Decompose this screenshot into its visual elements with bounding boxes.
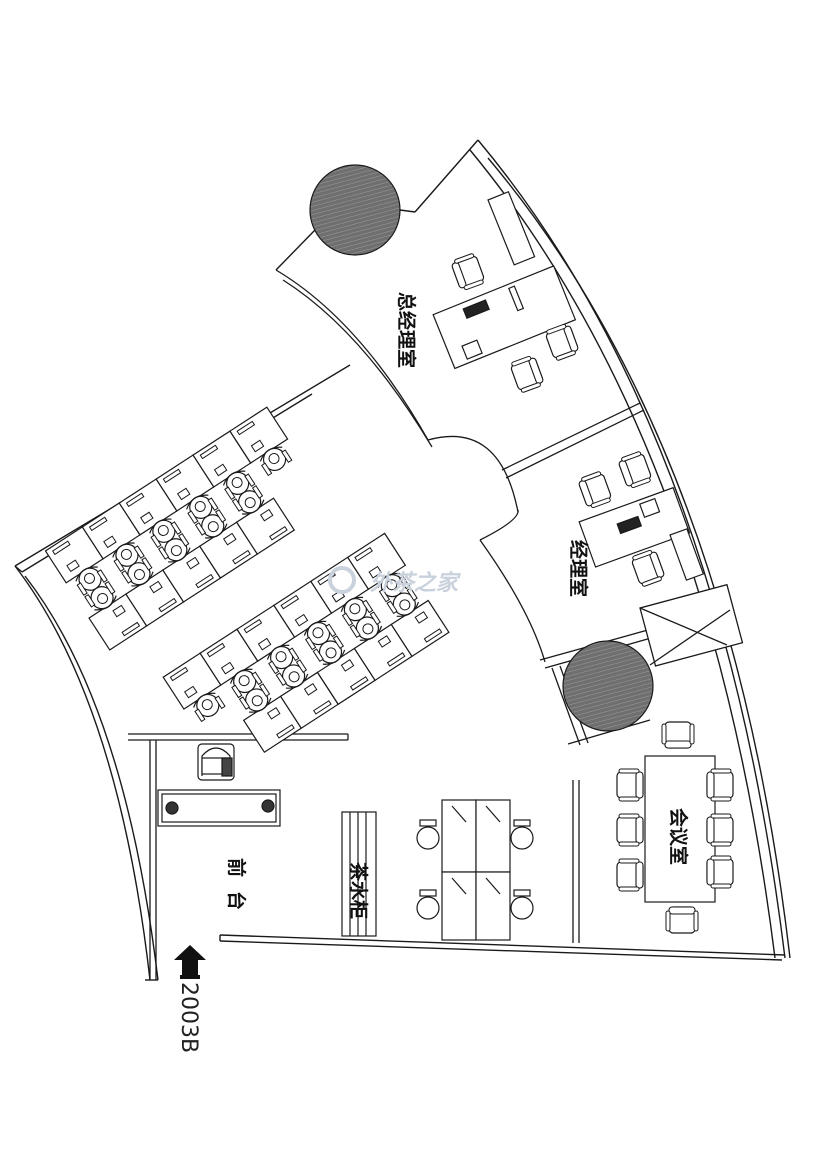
entrance-label: 2003B: [176, 982, 201, 1053]
column-top: [309, 164, 401, 256]
watermark-logo-icon: [328, 566, 356, 594]
lower-workstations: [416, 799, 534, 941]
room-label-manager-office: 经理室: [567, 540, 590, 597]
partitions: [128, 269, 744, 980]
entry-arrow-icon: [174, 945, 206, 979]
room-label-reception: 前台: [225, 858, 248, 924]
column-right: [562, 640, 654, 732]
room-label-meeting-room: 会议室: [667, 808, 690, 865]
watermark-text: 外茶之家: [370, 570, 461, 596]
reception-furniture: [157, 743, 281, 827]
meeting-room-furniture: [616, 721, 734, 934]
tea-cabinet: [341, 811, 377, 937]
manager-office-furniture: [576, 449, 705, 589]
ceo-office-furniture: [432, 190, 581, 395]
room-label-ceo-office: 总经理室: [395, 292, 418, 368]
outer-walls: [14, 139, 791, 981]
tea-cabinet-label: 茶水柜: [347, 862, 370, 919]
columns: [309, 164, 654, 732]
